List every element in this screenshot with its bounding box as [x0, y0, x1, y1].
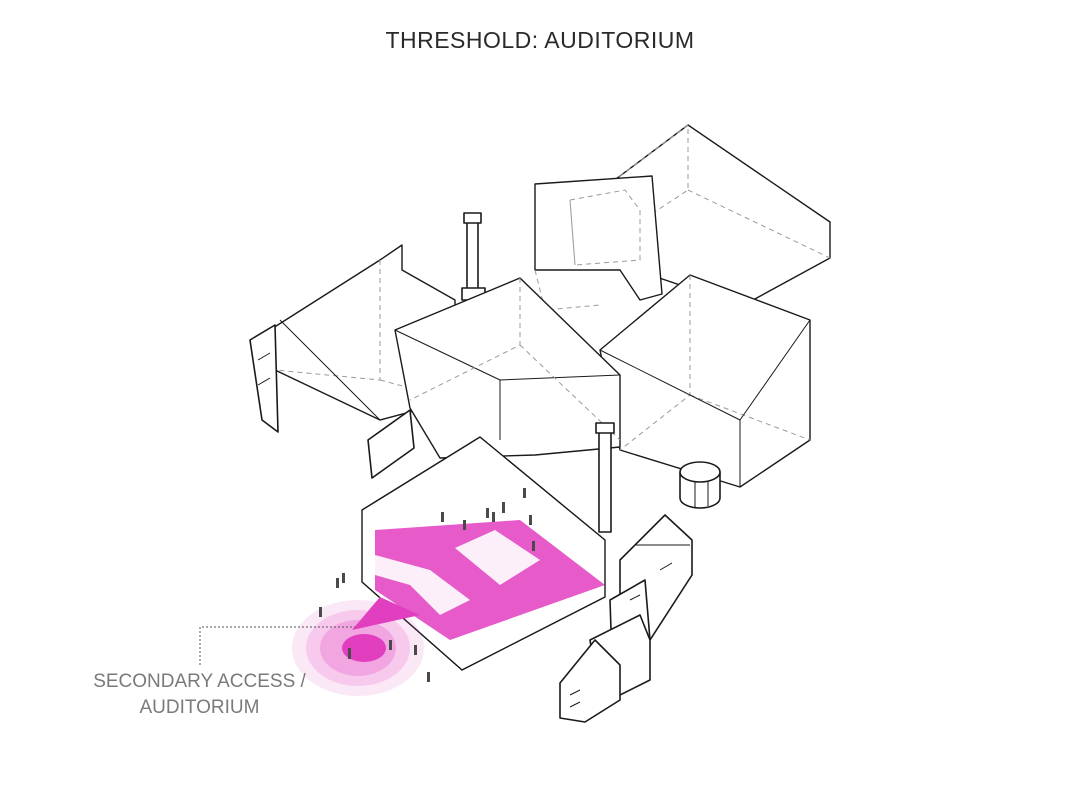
diagram-title: THRESHOLD: AUDITORIUM: [385, 27, 695, 53]
chimney-left: [461, 212, 486, 301]
block-top-middle: [534, 175, 663, 311]
callout-line-2: AUDITORIUM: [139, 697, 260, 718]
block-central: [367, 277, 621, 479]
callout-label: SECONDARY ACCESS / AUDITORIUM: [92, 669, 307, 721]
auditorium-block: [361, 436, 606, 671]
secondary-access-marker: [292, 597, 424, 696]
people-figures: [319, 488, 535, 682]
row-houses: [559, 514, 693, 723]
callout-line-1: SECONDARY ACCESS /: [93, 671, 306, 692]
chimney-right: [595, 422, 615, 533]
callout-leader: [199, 626, 355, 665]
block-right: [599, 274, 811, 488]
storage-tank: [679, 461, 721, 509]
